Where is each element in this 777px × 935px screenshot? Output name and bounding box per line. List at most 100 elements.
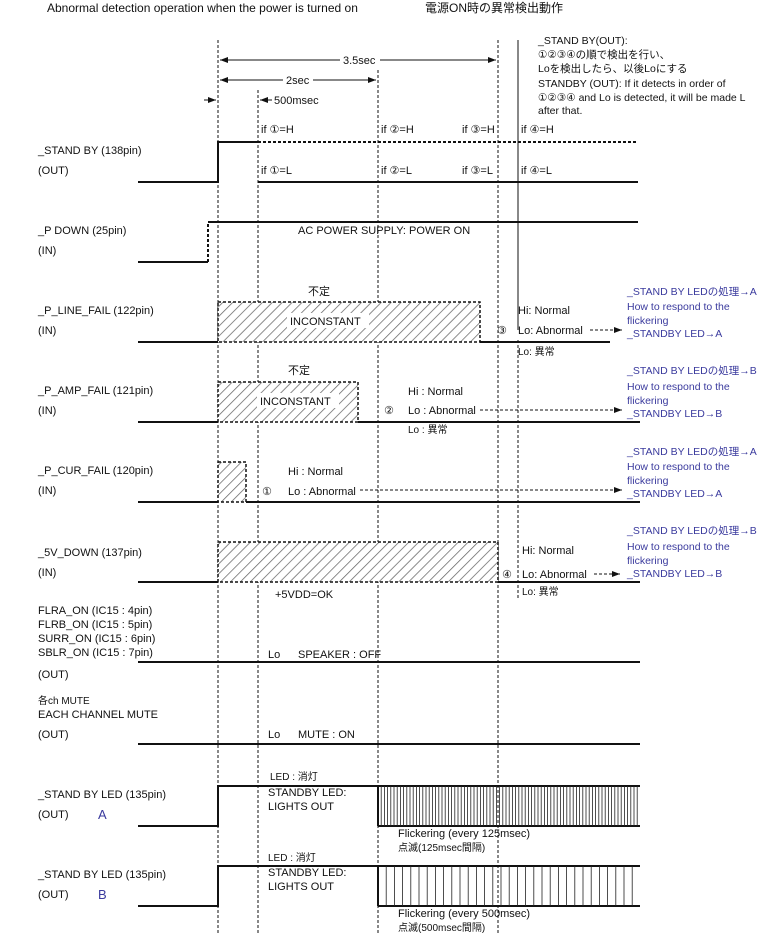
svg-text:_P DOWN (25pin): _P DOWN (25pin) — [37, 225, 126, 237]
svg-text:if ①=L: if ①=L — [261, 165, 292, 177]
signal-5v-down: _5V_DOWN (137pin) (IN) Hi: Normal ④ Lo: … — [37, 541, 640, 601]
svg-text:+5VDD=OK: +5VDD=OK — [275, 589, 334, 601]
title-jp: 電源ON時の異常検出動作 — [425, 1, 563, 15]
svg-text:Lo: Lo — [268, 649, 280, 661]
svg-text:①②③④ and Lo is detected, it wi: ①②③④ and Lo is detected, it will be made… — [538, 92, 746, 104]
svg-text:Lo: 異常: Lo: 異常 — [518, 345, 555, 358]
svg-text:点滅(500msec間隔): 点滅(500msec間隔) — [398, 922, 485, 934]
signal-p-line-fail: _P_LINE_FAIL (122pin) (IN) 不定 INCONSTANT… — [37, 284, 622, 358]
svg-text:(IN): (IN) — [38, 567, 56, 579]
svg-text:_STAND BY (138pin): _STAND BY (138pin) — [37, 145, 142, 157]
signal-led-b: _STAND BY LED (135pin) (OUT) B LED : 消灯 … — [37, 851, 640, 934]
svg-text:③: ③ — [497, 325, 507, 337]
svg-text:INCONSTANT: INCONSTANT — [290, 316, 361, 328]
svg-text:Lo : Abnormal: Lo : Abnormal — [408, 405, 476, 417]
svg-text:FLRA_ON (IC15 : 4pin): FLRA_ON (IC15 : 4pin) — [38, 605, 152, 617]
svg-text:B: B — [98, 887, 107, 902]
svg-text:after that.: after that. — [538, 105, 582, 117]
svg-text:_STAND BY LED (135pin): _STAND BY LED (135pin) — [37, 789, 166, 801]
svg-text:LED : 消灯: LED : 消灯 — [268, 851, 316, 864]
svg-text:Hi: Normal: Hi: Normal — [522, 545, 574, 557]
duration-3-5sec: 3.5sec — [343, 55, 376, 67]
svg-text:INCONSTANT: INCONSTANT — [260, 396, 331, 408]
svg-text:How to respond to the: How to respond to the — [627, 301, 730, 313]
signal-p-amp-fail: _P_AMP_FAIL (121pin) (IN) 不定 INCONSTANT … — [37, 363, 640, 436]
svg-text:_STAND BY(OUT):: _STAND BY(OUT): — [537, 35, 628, 47]
svg-text:if ①=H: if ①=H — [261, 124, 294, 136]
svg-text:flickering: flickering — [627, 315, 669, 327]
signal-led-a: _STAND BY LED (135pin) (OUT) A LED : 消灯 … — [37, 770, 640, 854]
svg-text:点滅(125msec間隔): 点滅(125msec間隔) — [398, 842, 485, 854]
svg-text:不定: 不定 — [308, 284, 330, 298]
signal-standby: _STAND BY (138pin) (OUT) if ①=H if ①=L i… — [37, 124, 638, 183]
svg-text:SURR_ON (IC15 : 6pin): SURR_ON (IC15 : 6pin) — [38, 633, 155, 645]
svg-text:Hi: Normal: Hi: Normal — [518, 305, 570, 317]
svg-text:_STAND BY LEDの処理→B: _STAND BY LEDの処理→B — [626, 524, 757, 537]
svg-text:How to respond to the: How to respond to the — [627, 461, 730, 473]
svg-text:MUTE : ON: MUTE : ON — [298, 729, 355, 741]
svg-text:Lo: Lo — [268, 729, 280, 741]
svg-text:FLRB_ON (IC15 : 5pin): FLRB_ON (IC15 : 5pin) — [38, 619, 152, 631]
svg-text:(IN): (IN) — [38, 325, 56, 337]
svg-text:_STANDBY LED→A: _STANDBY LED→A — [626, 328, 722, 340]
svg-text:Lo: 異常: Lo: 異常 — [522, 585, 559, 598]
svg-text:(IN): (IN) — [38, 245, 56, 257]
signal-p-down: _P DOWN (25pin) (IN) AC POWER SUPPLY: PO… — [37, 221, 638, 263]
title-en: Abnormal detection operation when the po… — [47, 1, 358, 15]
svg-text:_STANDBY LED→B: _STANDBY LED→B — [626, 408, 722, 420]
svg-text:Flickering (every 125msec): Flickering (every 125msec) — [398, 828, 530, 840]
svg-text:_P_CUR_FAIL (120pin): _P_CUR_FAIL (120pin) — [37, 465, 153, 477]
svg-text:if ④=L: if ④=L — [521, 165, 552, 177]
svg-text:STANDBY (OUT): If it detects i: STANDBY (OUT): If it detects in order of — [538, 78, 726, 90]
svg-text:flickering: flickering — [627, 475, 669, 487]
svg-text:if ②=L: if ②=L — [381, 165, 412, 177]
signal-speaker: FLRA_ON (IC15 : 4pin) FLRB_ON (IC15 : 5p… — [38, 605, 640, 681]
svg-text:EACH CHANNEL MUTE: EACH CHANNEL MUTE — [38, 709, 158, 721]
svg-text:flickering: flickering — [627, 555, 669, 567]
svg-text:Lo: Abnormal: Lo: Abnormal — [518, 325, 583, 337]
svg-text:_STAND BY LEDの処理→A: _STAND BY LEDの処理→A — [626, 445, 757, 458]
svg-text:①②③④の順で検出を行い、: ①②③④の順で検出を行い、 — [538, 48, 670, 61]
svg-text:_P_AMP_FAIL (121pin): _P_AMP_FAIL (121pin) — [37, 385, 153, 397]
svg-text:Hi : Normal: Hi : Normal — [408, 386, 463, 398]
svg-text:flickering: flickering — [627, 395, 669, 407]
svg-text:(IN): (IN) — [38, 405, 56, 417]
svg-text:AC POWER SUPPLY: POWER ON: AC POWER SUPPLY: POWER ON — [298, 225, 470, 237]
svg-text:A: A — [98, 807, 107, 822]
svg-text:(OUT): (OUT) — [38, 809, 69, 821]
svg-text:各ch MUTE: 各ch MUTE — [38, 694, 90, 707]
svg-text:_STAND BY LEDの処理→B: _STAND BY LEDの処理→B — [626, 364, 757, 377]
svg-text:LIGHTS OUT: LIGHTS OUT — [268, 881, 334, 893]
timing-arrows: 3.5sec 2sec 500msec — [204, 52, 496, 107]
svg-text:④: ④ — [502, 569, 512, 581]
standby-note: _STAND BY(OUT): ①②③④の順で検出を行い、 Loを検出したら、以… — [537, 35, 746, 117]
signal-p-cur-fail: _P_CUR_FAIL (120pin) (IN) Hi : Normal ① … — [37, 461, 640, 503]
svg-text:Lo : Abnormal: Lo : Abnormal — [288, 486, 356, 498]
svg-text:Lo : 異常: Lo : 異常 — [408, 423, 447, 436]
svg-text:LIGHTS OUT: LIGHTS OUT — [268, 801, 334, 813]
svg-text:_STANDBY LED→A: _STANDBY LED→A — [626, 488, 722, 500]
svg-text:How to respond to the: How to respond to the — [627, 381, 730, 393]
svg-text:①: ① — [262, 486, 272, 498]
svg-text:Lo: Abnormal: Lo: Abnormal — [522, 569, 587, 581]
svg-text:Hi : Normal: Hi : Normal — [288, 466, 343, 478]
duration-500msec: 500msec — [274, 95, 319, 107]
svg-text:不定: 不定 — [288, 363, 310, 377]
svg-text:_STAND BY LEDの処理→A: _STAND BY LEDの処理→A — [626, 285, 757, 298]
svg-text:(OUT): (OUT) — [38, 729, 69, 741]
svg-text:How to respond to the: How to respond to the — [627, 541, 730, 553]
svg-text:SPEAKER : OFF: SPEAKER : OFF — [298, 649, 381, 661]
signal-mute: 各ch MUTE EACH CHANNEL MUTE (OUT) Lo MUTE… — [38, 694, 640, 745]
svg-text:LED : 消灯: LED : 消灯 — [270, 770, 318, 783]
svg-text:(IN): (IN) — [38, 485, 56, 497]
svg-text:_STAND BY LED (135pin): _STAND BY LED (135pin) — [37, 869, 166, 881]
duration-2sec: 2sec — [286, 75, 310, 87]
svg-text:SBLR_ON (IC15 : 7pin): SBLR_ON (IC15 : 7pin) — [38, 647, 153, 659]
svg-text:_STANDBY LED→B: _STANDBY LED→B — [626, 568, 722, 580]
response-notes: _STAND BY LEDの処理→A How to respond to the… — [626, 285, 757, 580]
svg-text:(OUT): (OUT) — [38, 669, 69, 681]
svg-text:②: ② — [384, 405, 394, 417]
svg-text:if ④=H: if ④=H — [521, 124, 554, 136]
svg-text:if ③=L: if ③=L — [462, 165, 493, 177]
